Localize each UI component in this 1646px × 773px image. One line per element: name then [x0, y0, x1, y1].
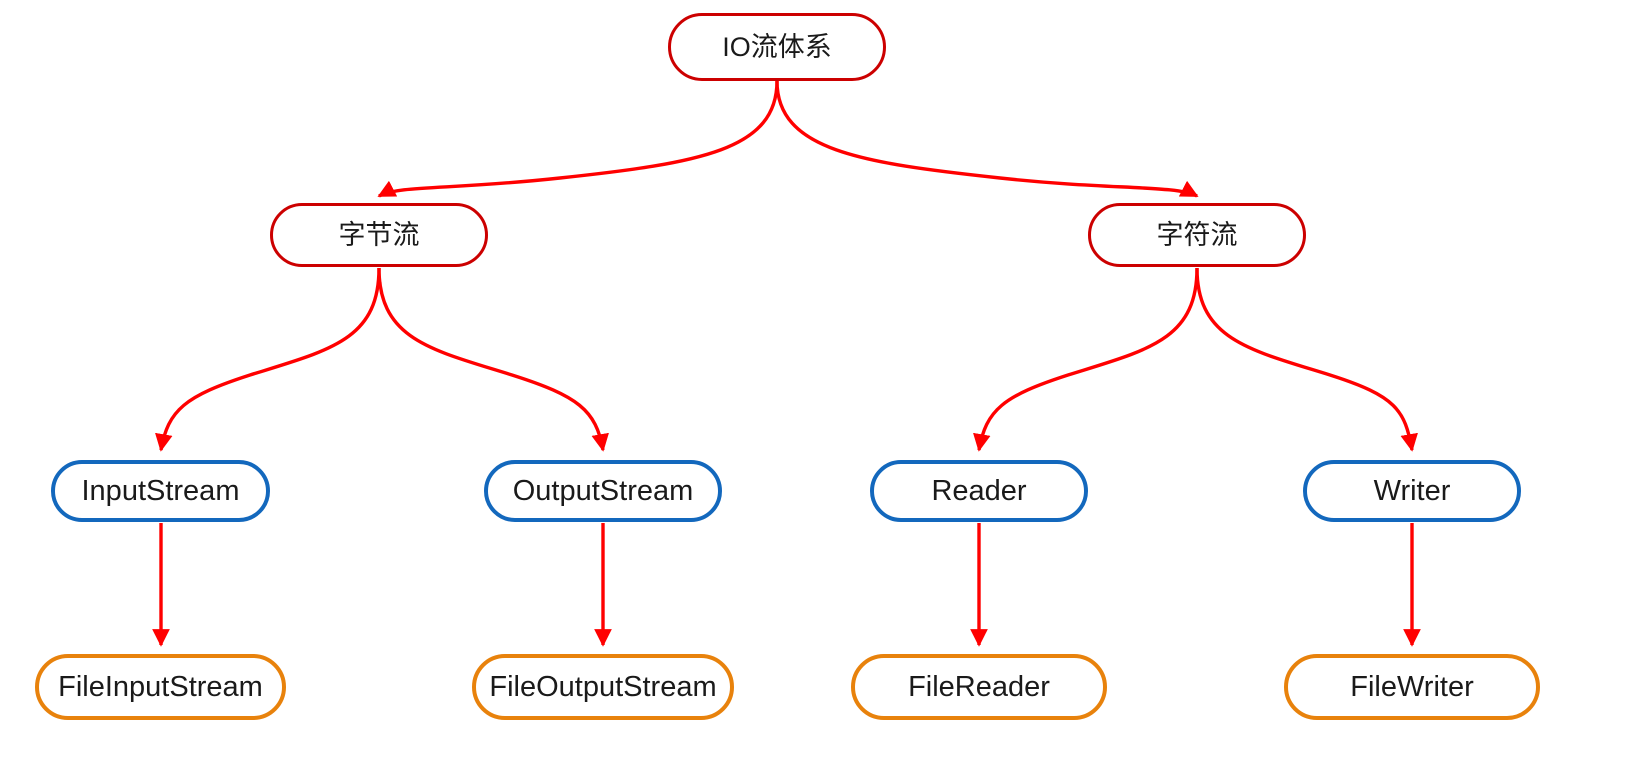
node-file-output-stream[interactable]: FileOutputStream — [472, 654, 734, 720]
node-io-root-label: IO流体系 — [722, 31, 832, 62]
node-file-input-stream-label: FileInputStream — [58, 670, 263, 703]
edge-byte-stream-to-input-stream — [155, 267, 381, 452]
node-input-stream-label: InputStream — [81, 474, 240, 507]
node-reader-label: Reader — [931, 474, 1027, 507]
node-file-writer-label: FileWriter — [1350, 670, 1474, 703]
node-char-stream[interactable]: 字符流 — [1088, 203, 1306, 267]
node-file-output-stream-label: FileOutputStream — [489, 670, 717, 703]
edge-char-stream-to-reader — [973, 267, 1199, 452]
node-writer[interactable]: Writer — [1303, 460, 1521, 522]
node-byte-stream-label: 字节流 — [338, 219, 420, 250]
node-output-stream[interactable]: OutputStream — [484, 460, 722, 522]
node-reader[interactable]: Reader — [870, 460, 1088, 522]
node-file-reader[interactable]: FileReader — [851, 654, 1107, 720]
node-char-stream-label: 字符流 — [1156, 219, 1238, 250]
node-output-stream-label: OutputStream — [512, 474, 694, 507]
node-file-reader-label: FileReader — [908, 670, 1050, 703]
edge-byte-stream-to-output-stream — [377, 267, 609, 452]
node-byte-stream[interactable]: 字节流 — [270, 203, 488, 267]
node-writer-label: Writer — [1373, 474, 1451, 507]
node-file-input-stream[interactable]: FileInputStream — [35, 654, 286, 720]
edge-io-root-to-char-stream — [775, 80, 1199, 198]
edge-char-stream-to-writer — [1195, 267, 1418, 452]
node-input-stream[interactable]: InputStream — [51, 460, 270, 522]
edge-io-root-to-byte-stream — [377, 80, 779, 198]
node-file-writer[interactable]: FileWriter — [1284, 654, 1540, 720]
node-io-root[interactable]: IO流体系 — [668, 13, 886, 81]
